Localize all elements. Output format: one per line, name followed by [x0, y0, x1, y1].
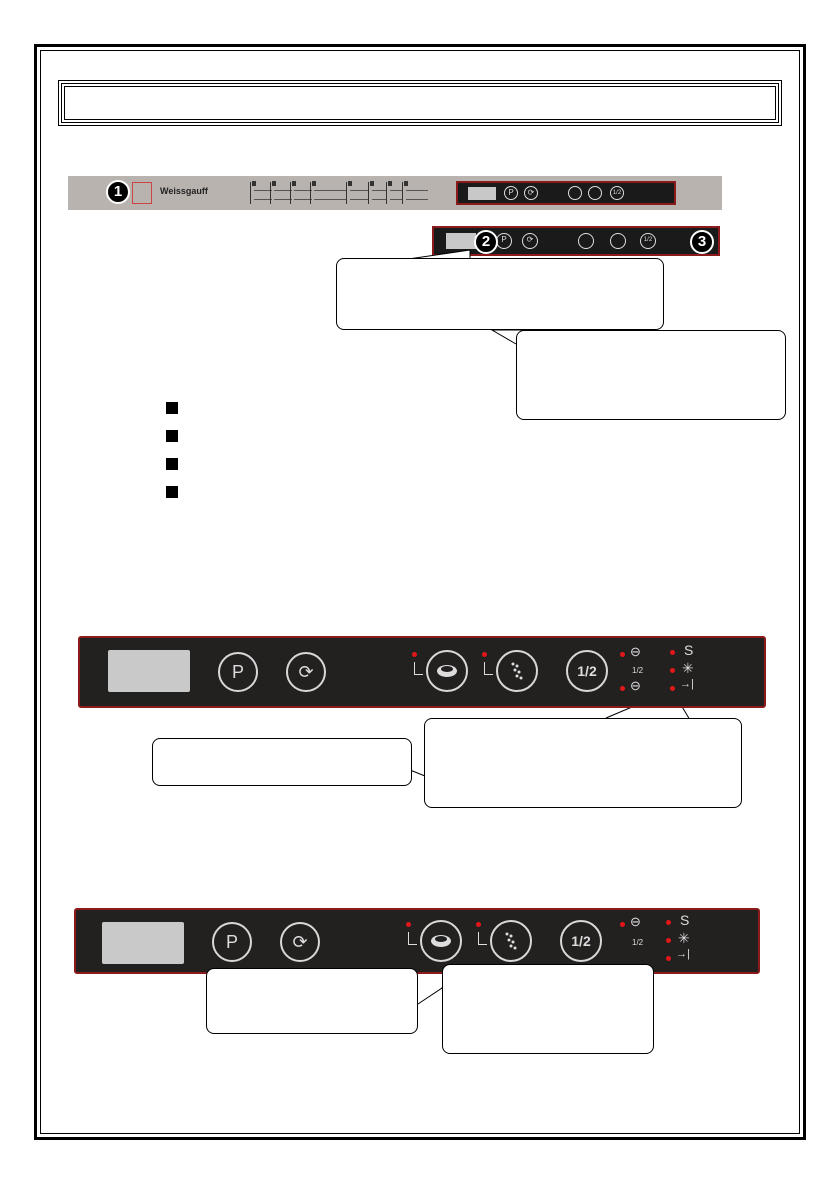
brand-label: Weissgauff — [160, 186, 208, 196]
program-item — [270, 181, 292, 204]
callout-right — [424, 718, 742, 808]
lower-basket-icon: ⊖ — [630, 678, 641, 693]
display-window — [108, 650, 190, 692]
rinse-aid-led — [666, 938, 671, 943]
display-window — [102, 922, 184, 964]
tablet-icon[interactable] — [420, 920, 462, 962]
power-button-outline — [132, 182, 152, 204]
mini-tablet-icon[interactable] — [578, 233, 594, 249]
half-label: 1/2 — [632, 666, 644, 675]
program-item — [290, 181, 312, 204]
spray-icon[interactable] — [496, 650, 538, 692]
delay-icon: →| — [680, 678, 694, 690]
mini-tablet-icon[interactable] — [568, 186, 582, 200]
tablet-led — [412, 652, 417, 657]
mini-display — [468, 187, 496, 200]
delay-led — [670, 686, 675, 691]
control-panel-large: P ⟳ 1/2 ⊖ 1/2 ⊖ S ✳ →| — [78, 636, 766, 708]
rinse-aid-icon: ✳ — [678, 930, 690, 946]
spray-icon[interactable] — [490, 920, 532, 962]
badge-1: 1 — [106, 180, 130, 204]
bullet-square — [166, 486, 178, 498]
upper-basket-icon: ⊖ — [630, 914, 641, 929]
start-icon[interactable]: ⟳ — [280, 922, 320, 962]
mini-program-button[interactable]: P — [504, 186, 518, 200]
spray-bracket — [484, 662, 493, 675]
mini-half-load-button[interactable]: 1/2 — [640, 233, 656, 249]
salt-icon: S — [680, 912, 690, 928]
mini-display — [446, 233, 476, 249]
upper-basket-icon: ⊖ — [630, 644, 641, 659]
bullet-square — [166, 458, 178, 470]
badge-3: 3 — [690, 230, 714, 254]
mini-control-panel: P ⟳ 1/2 — [456, 181, 676, 205]
upper-basket-led — [620, 652, 625, 657]
salt-led — [670, 650, 675, 655]
half-label: 1/2 — [632, 938, 644, 947]
tablet-bracket — [414, 662, 423, 675]
spray-led — [482, 652, 487, 657]
salt-icon: S — [684, 642, 694, 658]
upper-basket-led — [620, 922, 625, 927]
program-item — [310, 181, 347, 204]
bullet-square — [166, 430, 178, 442]
callout-program — [206, 968, 418, 1034]
rinse-aid-led — [670, 668, 675, 673]
badge-2: 2 — [474, 230, 498, 254]
spray-led — [476, 922, 481, 927]
bullet-square — [166, 402, 178, 414]
tablet-icon[interactable] — [426, 650, 468, 692]
delay-icon: →| — [676, 948, 690, 960]
control-panel-large-2: P ⟳ 1/2 ⊖ 1/2 S ✳ →| — [74, 908, 760, 974]
callout-display — [336, 258, 664, 330]
salt-led — [666, 920, 671, 925]
page-border-inner — [40, 50, 800, 1134]
tablet-bracket — [408, 932, 417, 945]
program-button[interactable]: P — [218, 652, 258, 692]
mini-spray-icon[interactable] — [588, 186, 602, 200]
mini-half-load-button[interactable]: 1/2 — [610, 186, 624, 200]
title-box-inner — [64, 86, 776, 120]
rinse-aid-icon: ✳ — [682, 660, 694, 676]
mini-spray-icon[interactable] — [610, 233, 626, 249]
half-load-button[interactable]: 1/2 — [566, 650, 608, 692]
start-icon[interactable]: ⟳ — [286, 652, 326, 692]
tablet-led — [406, 922, 411, 927]
program-item — [386, 181, 403, 204]
callout-start — [442, 964, 654, 1054]
program-button[interactable]: P — [212, 922, 252, 962]
title-box — [58, 80, 782, 126]
half-load-button[interactable]: 1/2 — [560, 920, 602, 962]
spray-bracket — [478, 932, 487, 945]
mini-start-icon[interactable]: ⟳ — [522, 233, 538, 249]
delay-led — [666, 956, 671, 961]
callout-indicators — [516, 330, 786, 420]
program-item — [346, 181, 369, 204]
callout-left — [152, 738, 412, 786]
page-border-outer — [34, 44, 806, 1140]
lower-basket-led — [620, 686, 625, 691]
mini-start-icon[interactable]: ⟳ — [524, 186, 538, 200]
program-item — [250, 181, 272, 204]
program-item — [368, 181, 387, 204]
program-item — [402, 181, 429, 204]
